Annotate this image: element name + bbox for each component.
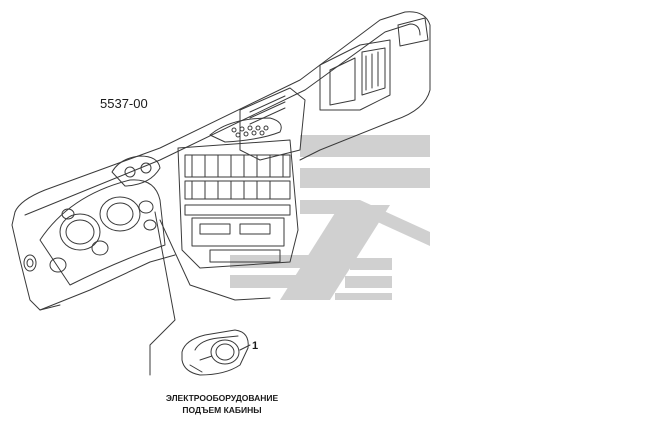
center-console [177,139,299,269]
upper-console [209,87,306,161]
model-code-label: 5537-00 [100,96,148,111]
dashboard-bottom-edge [39,254,176,311]
gauge-pod [111,155,161,187]
callout-leader [239,344,251,351]
caption-line-1: ЭЛЕКТРООБОРУДОВАНИЕ [165,393,279,403]
callout-number: 1 [252,340,259,352]
left-switch-panel [23,254,37,272]
caption-line-2: ПОДЪЕМ КАБИНЫ [182,405,262,415]
caption: ЭЛЕКТРООБОРУДОВАНИЕ ПОДЪЕМ КАБИНЫ [158,392,286,416]
right-vent-panel [319,17,429,111]
watermark-logo [230,135,430,300]
leader-lines [149,211,271,376]
dashboard-top-contour [14,11,431,213]
dashboard-top-contour-inner [24,23,421,216]
rocker-switch [181,329,249,376]
instrument-cluster [39,179,166,286]
